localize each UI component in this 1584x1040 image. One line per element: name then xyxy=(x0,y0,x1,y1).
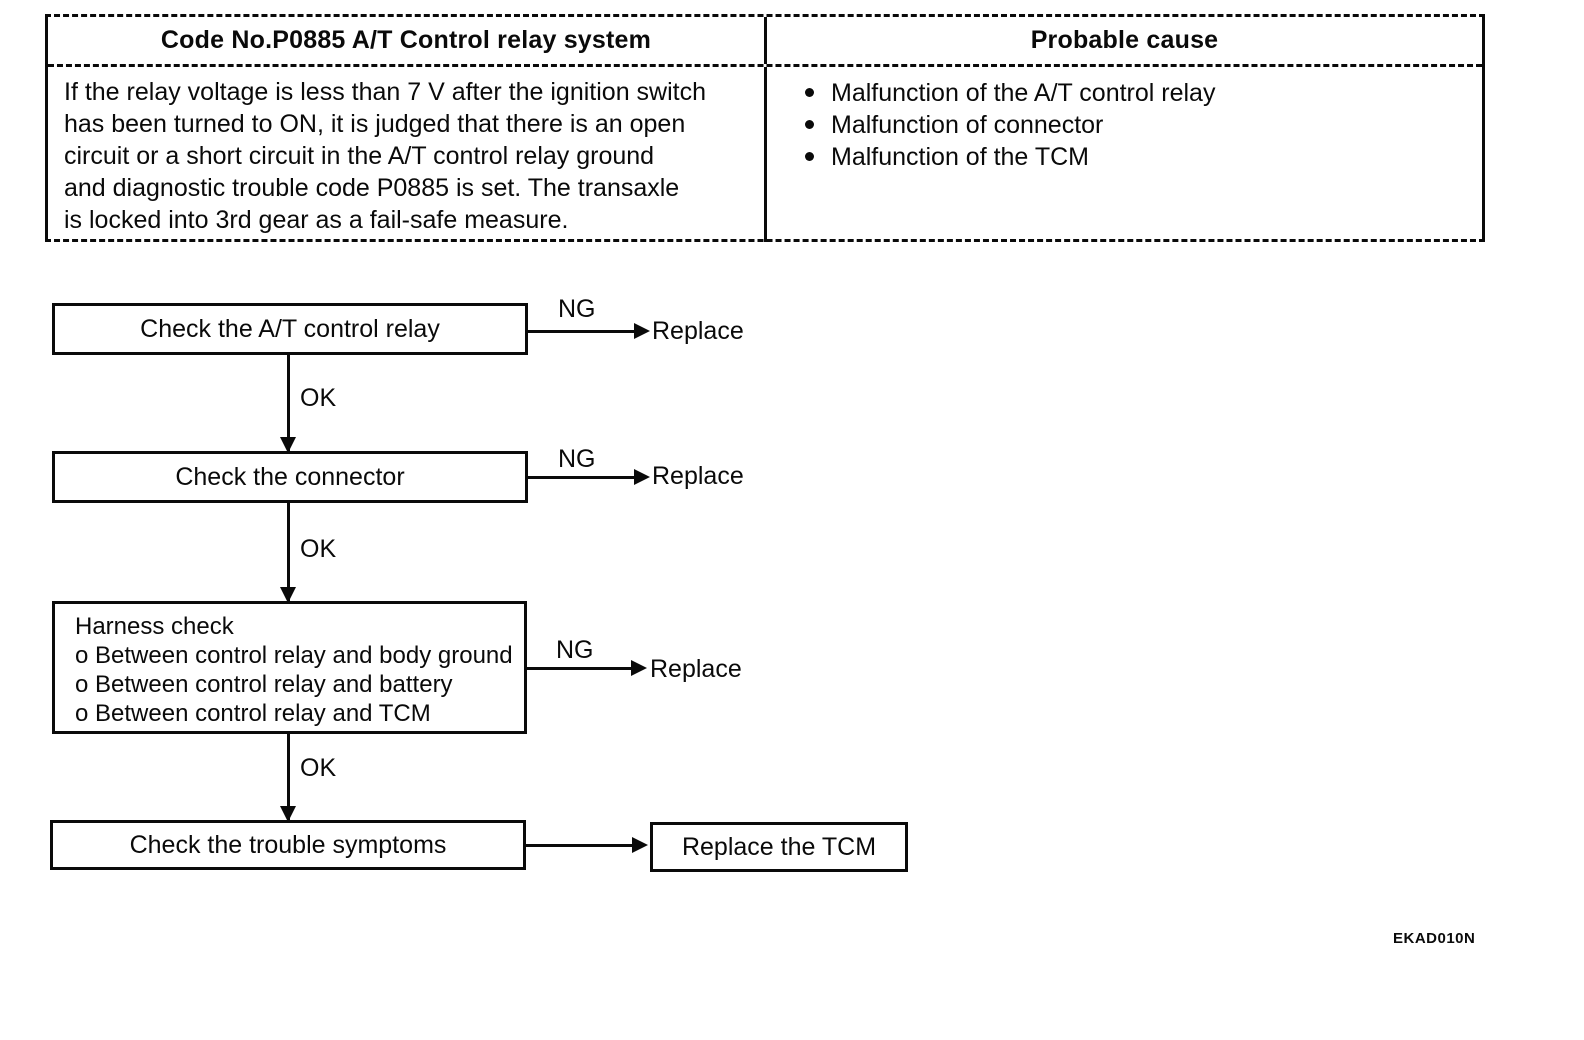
harness-check-title: Harness check xyxy=(75,613,234,640)
description-line: has been turned to ON, it is judged that… xyxy=(64,110,686,138)
dtc-code-header: Code No.P0885 A/T Control relay system xyxy=(48,17,767,64)
probable-cause-header: Probable cause xyxy=(1030,26,1219,54)
ok-arrow xyxy=(280,734,296,822)
cause-text: Malfunction of the TCM xyxy=(831,143,1089,171)
flow-box-harness-check: Harness check o Between control relay an… xyxy=(52,601,527,734)
flow-box-check-relay: Check the A/T control relay xyxy=(52,303,528,355)
bullet-icon xyxy=(805,152,814,161)
replace-label: Replace xyxy=(650,655,742,683)
ok-arrow xyxy=(280,355,296,453)
ng-arrow xyxy=(528,469,650,485)
ng-arrow xyxy=(528,323,650,339)
cause-text: Malfunction of the A/T control relay xyxy=(831,79,1216,107)
description-line: circuit or a short circuit in the A/T co… xyxy=(64,142,655,170)
flow-box-check-trouble-symptoms: Check the trouble symptoms xyxy=(50,820,526,870)
description-line: is locked into 3rd gear as a fail-safe m… xyxy=(64,206,569,234)
ng-label: NG xyxy=(556,636,594,664)
ok-arrow xyxy=(280,503,296,603)
dtc-description: If the relay voltage is less than 7 V af… xyxy=(48,67,767,242)
harness-check-item: o Between control relay and TCM xyxy=(75,700,431,727)
cause-item: Malfunction of the TCM xyxy=(803,141,1472,173)
flow-box-check-connector: Check the connector xyxy=(52,451,528,503)
bullet-icon xyxy=(805,88,814,97)
harness-check-item: o Between control relay and body ground xyxy=(75,642,513,669)
flow-box-replace-tcm: Replace the TCM xyxy=(650,822,908,872)
ok-label: OK xyxy=(300,535,337,563)
replace-label: Replace xyxy=(652,317,744,345)
probable-cause-list: Malfunction of the A/T control relay Mal… xyxy=(767,67,1482,242)
ng-label: NG xyxy=(558,295,596,323)
replace-label: Replace xyxy=(652,462,744,490)
cause-item: Malfunction of the A/T control relay xyxy=(803,77,1472,109)
doc-code: EKAD010N xyxy=(1393,930,1476,947)
bullet-icon xyxy=(805,120,814,129)
harness-check-item: o Between control relay and battery xyxy=(75,671,453,698)
ng-arrow xyxy=(527,660,647,676)
result-arrow xyxy=(526,837,648,853)
ng-label: NG xyxy=(558,445,596,473)
ok-label: OK xyxy=(300,754,337,782)
description-line: If the relay voltage is less than 7 V af… xyxy=(64,78,707,106)
table-header-row: Code No.P0885 A/T Control relay system P… xyxy=(48,17,1482,67)
cause-text: Malfunction of connector xyxy=(831,111,1104,139)
dtc-info-table: Code No.P0885 A/T Control relay system P… xyxy=(45,14,1485,242)
ok-label: OK xyxy=(300,384,337,412)
description-line: and diagnostic trouble code P0885 is set… xyxy=(64,174,680,202)
cause-item: Malfunction of connector xyxy=(803,109,1472,141)
table-body-row: If the relay voltage is less than 7 V af… xyxy=(48,67,1482,242)
